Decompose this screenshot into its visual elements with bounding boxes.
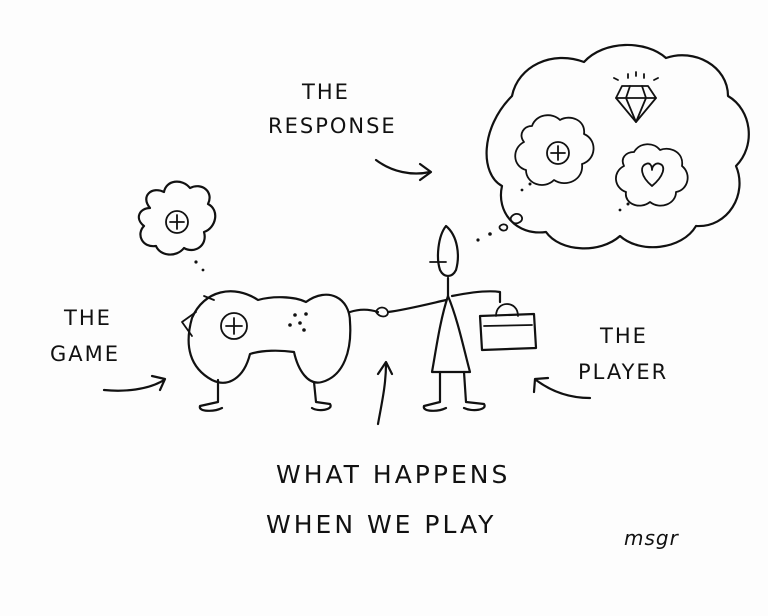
briefcase-icon bbox=[478, 303, 538, 352]
player-right-leg bbox=[462, 370, 486, 412]
arrow-player bbox=[532, 376, 592, 400]
player-label-line1: THE bbox=[600, 324, 648, 348]
caption-line1: WHAT HAPPENS bbox=[276, 460, 511, 489]
artist-signature: msgr bbox=[624, 526, 679, 550]
controller-buttons bbox=[288, 312, 308, 332]
game-thought-cloud bbox=[137, 180, 217, 272]
response-label-line1: THE bbox=[302, 80, 350, 104]
player-label-line2: PLAYER bbox=[578, 360, 669, 384]
inner-heart-cloud bbox=[615, 143, 689, 212]
player-dress bbox=[430, 294, 472, 374]
controller-left-leg bbox=[198, 378, 224, 412]
thought-dot bbox=[194, 260, 198, 264]
player-arm-left bbox=[386, 298, 448, 314]
gamepad-icon bbox=[220, 312, 248, 340]
caption-line2: WHEN WE PLAY bbox=[266, 510, 497, 539]
game-label-line1: THE bbox=[64, 306, 112, 330]
player-arm-right bbox=[450, 290, 502, 304]
arrow-interaction bbox=[376, 360, 394, 426]
heart-icon bbox=[641, 162, 665, 187]
controller-bumper bbox=[203, 295, 215, 301]
arrow-response bbox=[374, 158, 433, 182]
player-thought-dots bbox=[476, 212, 523, 242]
plus-icon bbox=[165, 210, 189, 234]
plus-icon bbox=[546, 141, 570, 165]
player-head bbox=[436, 224, 459, 278]
controller-bumper bbox=[181, 311, 197, 337]
diamond-icon bbox=[613, 71, 659, 123]
thought-dot bbox=[201, 268, 205, 272]
player-character bbox=[386, 224, 502, 412]
response-thought-cloud bbox=[485, 43, 750, 250]
player-left-leg bbox=[422, 370, 448, 412]
arrow-game bbox=[102, 374, 167, 392]
inner-plus-cloud bbox=[514, 114, 595, 192]
controller-arm bbox=[348, 308, 380, 314]
game-label-line2: GAME bbox=[50, 342, 121, 366]
controller-right-leg bbox=[310, 380, 332, 412]
response-label-line2: RESPONSE bbox=[268, 114, 397, 138]
game-controller-character bbox=[181, 290, 380, 412]
